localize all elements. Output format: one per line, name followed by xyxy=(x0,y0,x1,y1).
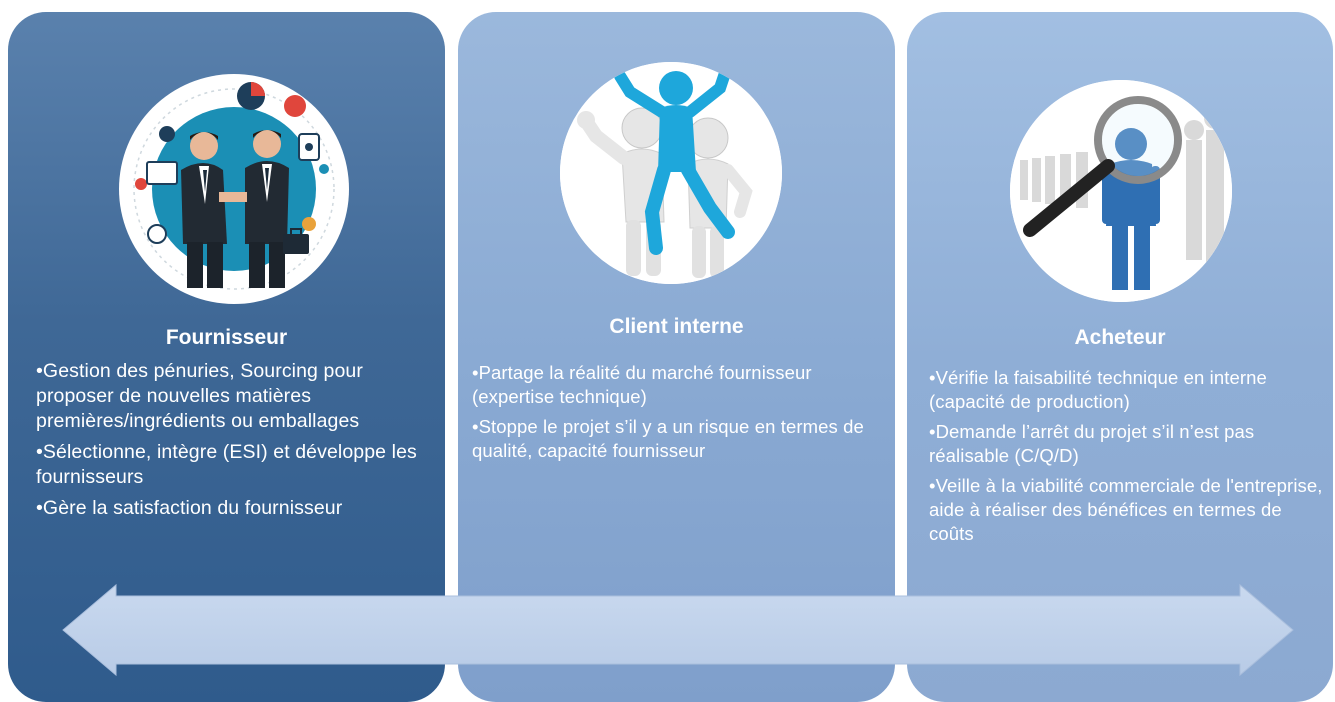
list-item: •Stoppe le projet s’il y a un risque en … xyxy=(472,416,864,461)
panel-acheteur: Acheteur •Vérifie la faisabilité techniq… xyxy=(907,12,1333,702)
list-item: •Demande l’arrêt du projet s’il n’est pa… xyxy=(929,421,1255,466)
list-item: •Veille à la viabilité commerciale de l'… xyxy=(929,475,1323,544)
team-lifting-figure-icon xyxy=(560,62,782,284)
bullet-list: •Gestion des pénuries, Sourcing pour pro… xyxy=(36,359,436,527)
list-item: •Gestion des pénuries, Sourcing pour pro… xyxy=(36,360,363,432)
panel-fournisseur: Fournisseur •Gestion des pénuries, Sourc… xyxy=(8,12,445,702)
panel-title: Client interne xyxy=(609,315,744,338)
list-item: •Partage la réalité du marché fournisseu… xyxy=(472,362,812,407)
magnifier-selection-icon xyxy=(1010,80,1232,302)
bullet-list: •Vérifie la faisabilité technique en int… xyxy=(929,366,1329,552)
list-item: •Gère la satisfaction du fournisseur xyxy=(36,497,343,519)
list-item: •Sélectionne, intègre (ESI) et développe… xyxy=(36,441,417,488)
bullet-list: •Partage la réalité du marché fournisseu… xyxy=(472,361,882,469)
handshake-businessmen-icon xyxy=(119,74,349,304)
panel-title: Fournisseur xyxy=(165,326,288,349)
panel-client-interne: Client interne •Partage la réalité du ma… xyxy=(458,12,895,702)
panel-title: Acheteur xyxy=(1074,326,1166,349)
list-item: •Vérifie la faisabilité technique en int… xyxy=(929,367,1267,412)
